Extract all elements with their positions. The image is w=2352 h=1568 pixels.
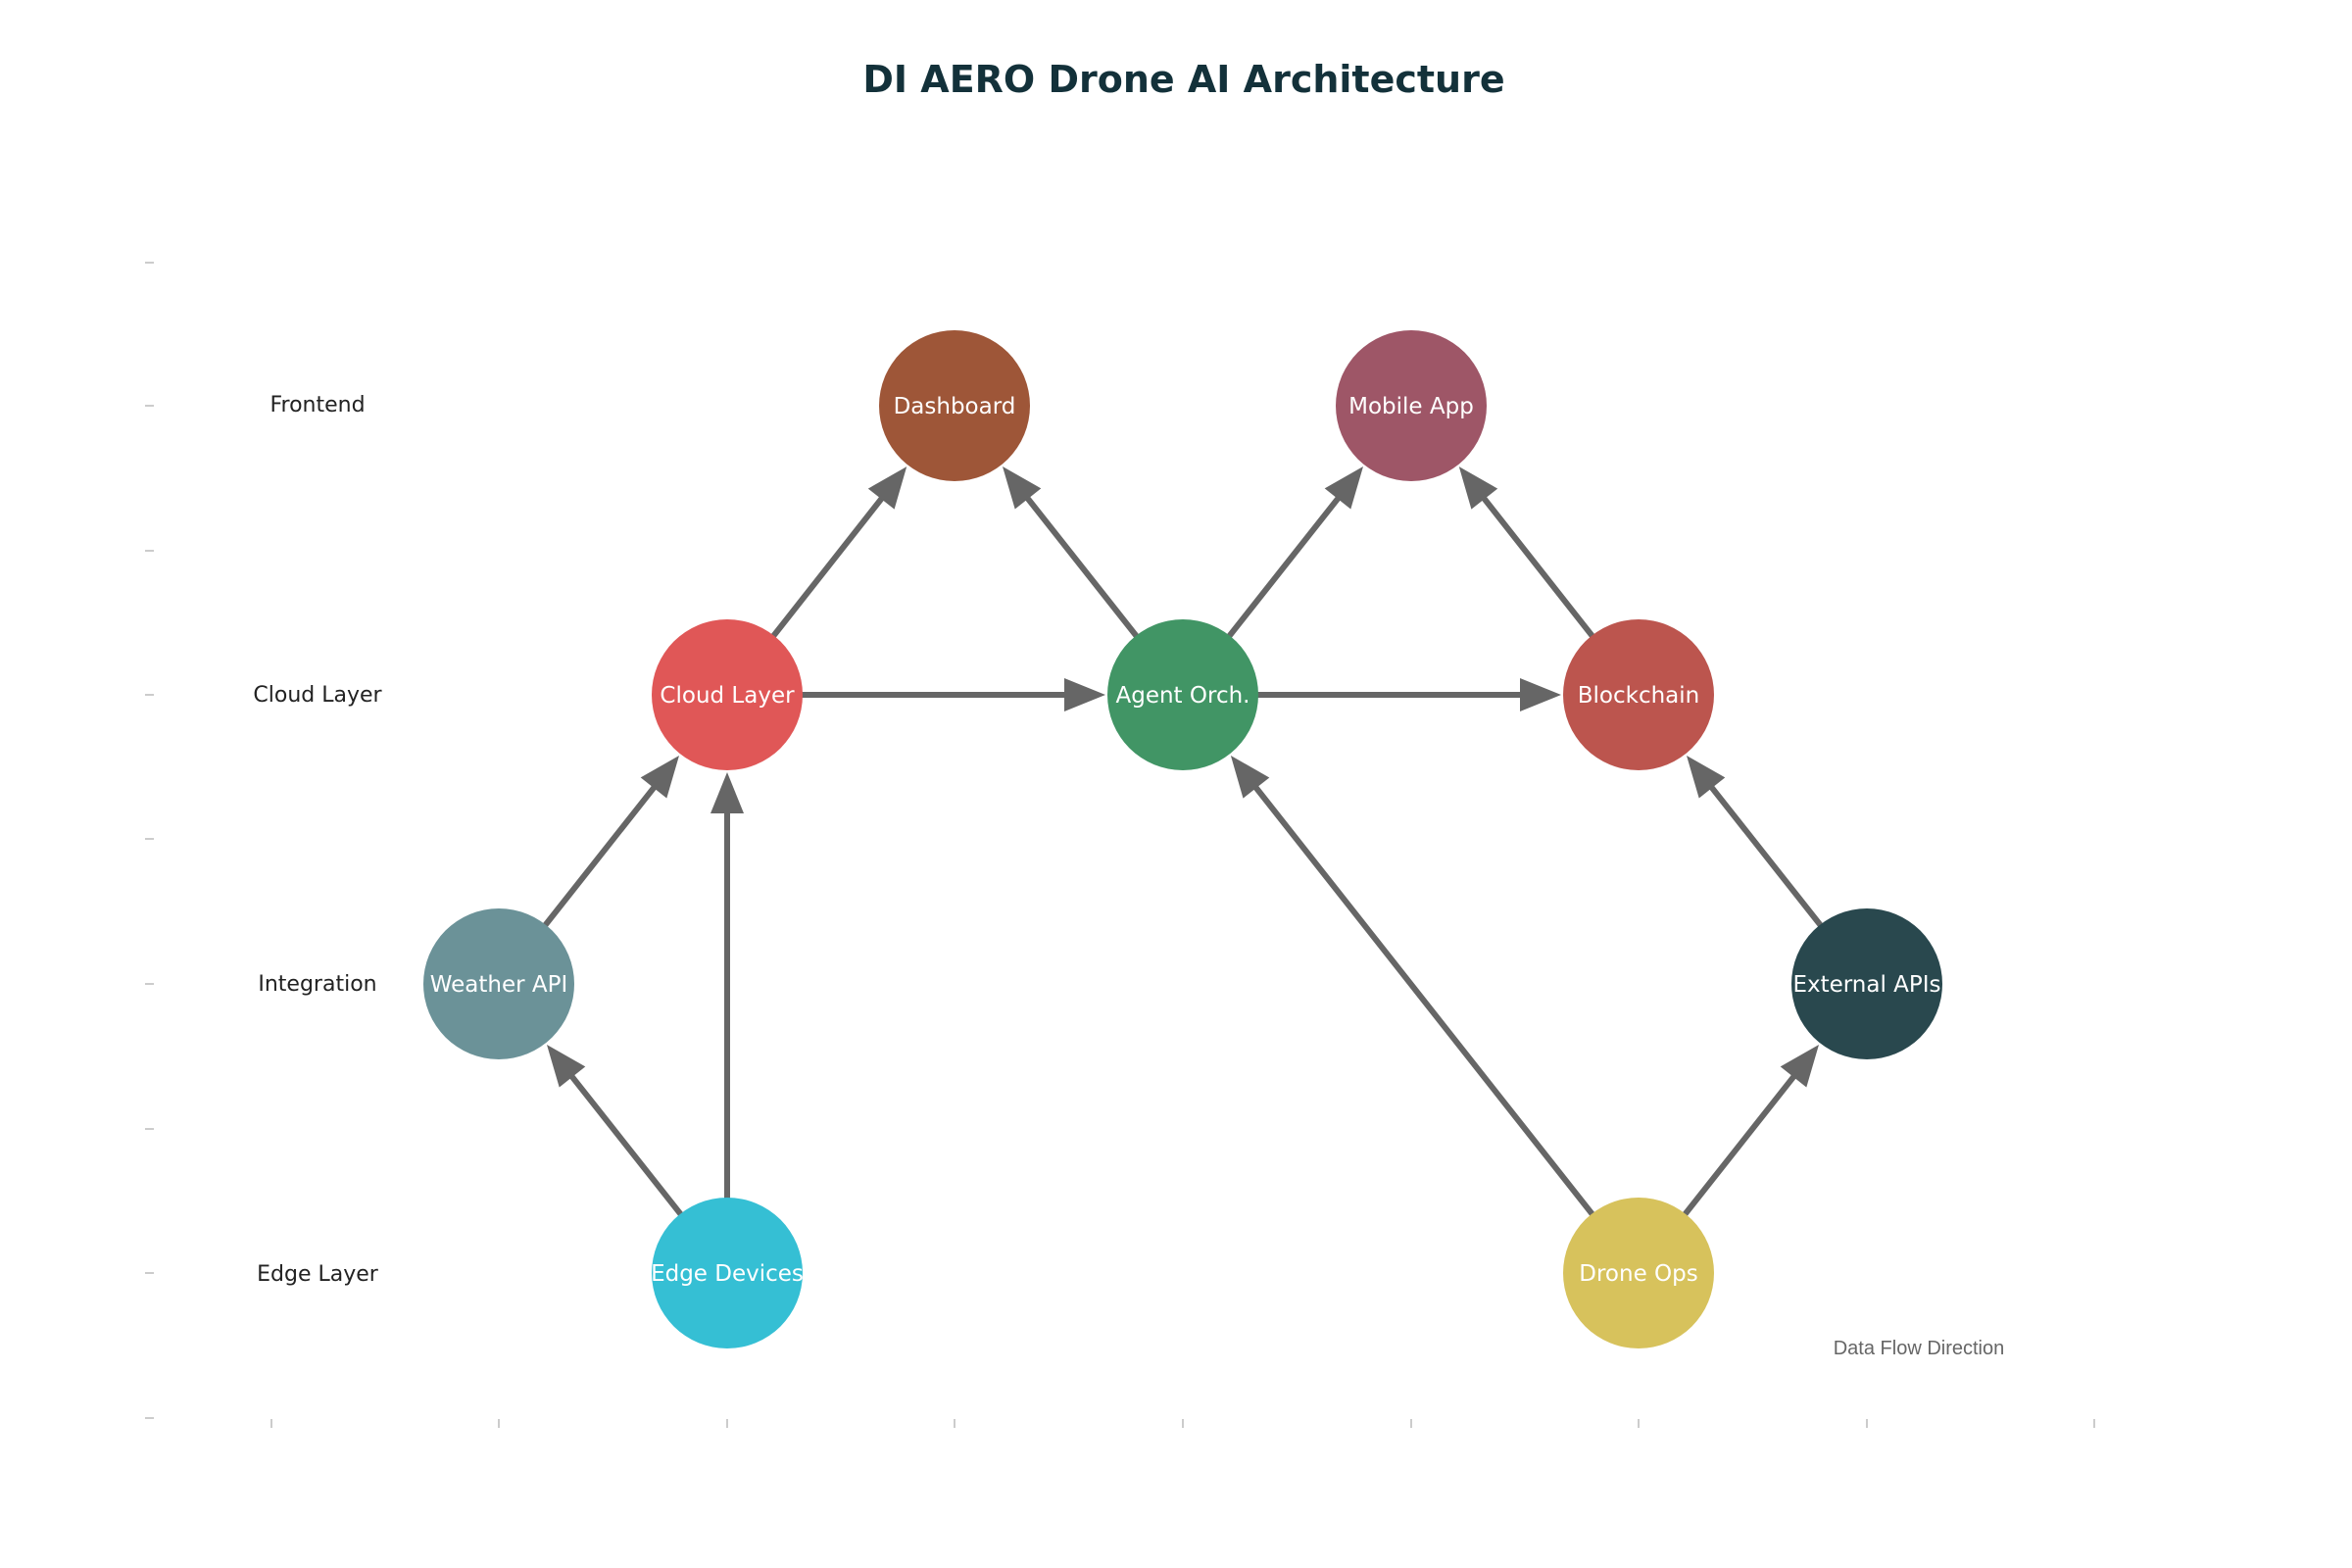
edge-line (1250, 781, 1602, 1226)
edge-line (1219, 492, 1344, 648)
node-edge: Edge Devices (651, 1198, 804, 1348)
layer-labels: Frontend Cloud Layer Integration Edge La… (253, 393, 382, 1287)
node-circle (1563, 1198, 1714, 1348)
node-label: External APIs (1792, 972, 1940, 998)
edge-agent-to-mobile (1219, 466, 1363, 648)
node-circle (879, 330, 1030, 481)
legend-label: Data Flow Direction (1834, 1338, 2005, 1359)
arrowhead-icon (1780, 1045, 1819, 1088)
arrowhead-icon (1324, 466, 1363, 510)
node-label: Blockchain (1578, 683, 1700, 709)
arrowhead-icon (1687, 756, 1726, 799)
arrowhead-icon (640, 756, 679, 799)
node-label: Drone Ops (1579, 1261, 1697, 1287)
node-label: Mobile App (1348, 394, 1474, 419)
edge-edge-to-weather (547, 1045, 691, 1226)
arrowhead-icon (1458, 466, 1498, 510)
node-dashboard: Dashboard (879, 330, 1030, 481)
edge-cloud-to-agent (788, 678, 1105, 711)
node-label: Weather API (430, 972, 568, 998)
arrowhead-icon (1064, 678, 1105, 711)
edge-line (763, 493, 887, 648)
node-circle (1107, 619, 1258, 770)
edge-drone-to-agent (1230, 756, 1602, 1226)
node-circle (423, 908, 574, 1059)
node-external: External APIs (1791, 908, 1942, 1059)
layer-label-integration: Integration (258, 972, 376, 997)
arrowhead-icon (710, 772, 744, 813)
edge-blockchain-to-mobile (1458, 466, 1602, 648)
node-agent: Agent Orch. (1107, 619, 1258, 770)
diagram-title: DI AERO Drone AI Architecture (862, 58, 1504, 101)
node-circle (1563, 619, 1714, 770)
node-label: Edge Devices (651, 1261, 804, 1287)
edge-agent-to-dashboard (1003, 466, 1147, 648)
node-circle (1336, 330, 1487, 481)
edges (535, 466, 1831, 1226)
node-blockchain: Blockchain (1563, 619, 1714, 770)
axis-ticks (145, 262, 2095, 1428)
node-weather: Weather API (423, 908, 574, 1059)
arrowhead-icon (547, 1045, 586, 1088)
node-mobile: Mobile App (1336, 330, 1487, 481)
node-circle (652, 619, 803, 770)
node-label: Agent Orch. (1116, 683, 1250, 709)
node-cloud: Cloud Layer (652, 619, 803, 770)
node-label: Dashboard (894, 394, 1016, 419)
arrowhead-icon (1003, 466, 1042, 510)
arrowhead-icon (1230, 756, 1270, 799)
edge-agent-to-blockchain (1244, 678, 1561, 711)
edge-weather-to-cloud (535, 756, 679, 937)
node-circle (652, 1198, 803, 1348)
edge-line (1022, 492, 1147, 648)
edge-line (1706, 781, 1831, 937)
edge-line (1479, 493, 1602, 648)
edge-line (535, 781, 660, 937)
edge-external-to-blockchain (1687, 756, 1831, 937)
layer-label-cloud: Cloud Layer (253, 683, 382, 708)
edge-drone-to-external (1675, 1045, 1819, 1226)
layer-label-frontend: Frontend (270, 393, 365, 417)
arrowhead-icon (867, 466, 907, 510)
node-circle (1791, 908, 1942, 1059)
edge-line (566, 1070, 691, 1226)
edge-line (1675, 1070, 1799, 1226)
node-drone: Drone Ops (1563, 1198, 1714, 1348)
node-label: Cloud Layer (660, 683, 795, 709)
arrowhead-icon (1520, 678, 1561, 711)
edge-cloud-to-dashboard (763, 466, 907, 648)
layer-label-edge: Edge Layer (257, 1262, 379, 1287)
edge-edge-to-cloud (710, 772, 744, 1212)
